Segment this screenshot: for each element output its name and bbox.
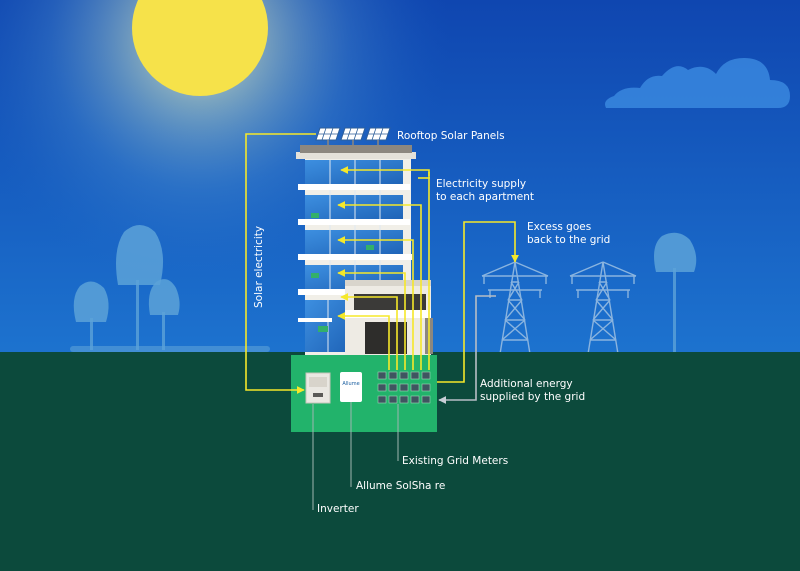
solshare-device-icon [340, 372, 362, 402]
solar-electricity-label: Solar electricity [253, 226, 265, 308]
tree-icon [73, 281, 109, 350]
rooftop-solar-panels-label: Rooftop Solar Panels [397, 130, 505, 142]
transmission-tower-icon [481, 261, 549, 355]
solar-panel-icon [315, 127, 341, 146]
tree-icon [654, 232, 697, 352]
excess-label-1: Excess goes [527, 221, 591, 233]
cloud-icon [605, 58, 790, 108]
additional-energy-label-2: supplied by the grid [480, 391, 585, 403]
additional-energy-label-1: Additional energy [480, 378, 573, 390]
bush-icon [70, 346, 270, 352]
tree-icon [148, 279, 180, 350]
existing-grid-meters-label: Existing Grid Meters [402, 455, 508, 467]
apartment-building [296, 145, 433, 355]
inverter-icon [305, 372, 331, 404]
electricity-supply-label-1: Electricity supply [436, 178, 526, 190]
transmission-tower-icon [569, 261, 637, 355]
tree-icon [116, 225, 164, 350]
apartment-supply-flows [337, 166, 430, 370]
grid-meters-icon [377, 371, 431, 404]
solar-electricity-flow [245, 133, 316, 394]
solshare-device-label: Allume [342, 381, 359, 387]
sun-icon [132, 0, 268, 96]
excess-to-grid-flow [437, 221, 519, 383]
allume-solshare-label: Allume SolSha re [356, 480, 445, 492]
inverter-label: Inverter [317, 503, 359, 515]
grid-supply-flow [438, 295, 496, 404]
excess-label-2: back to the grid [527, 234, 610, 246]
electricity-supply-label-2: to each apartment [436, 191, 534, 203]
solar-panel-icon [340, 127, 366, 146]
solar-panel-icon [365, 127, 391, 146]
